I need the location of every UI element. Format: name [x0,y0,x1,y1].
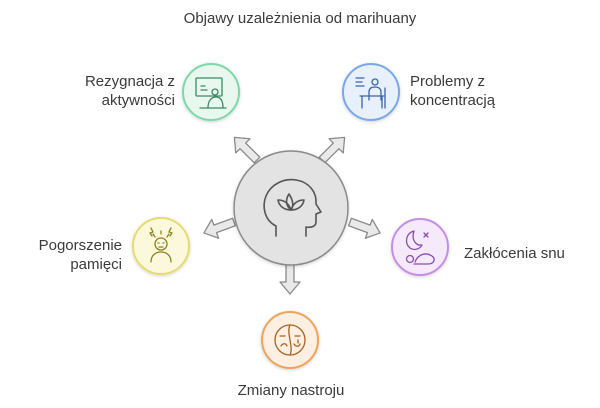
arrows [203,136,381,295]
person-at-desk-icon [355,77,386,109]
moon-sleep-icon [405,230,435,265]
node-koncentracja [342,63,400,121]
head-lotus-icon [263,178,322,237]
label-sen-text: Zakłócenia snu [464,245,565,262]
diagram-title: Objawy uzależnienia od marihuany [183,10,417,27]
label-pamiec-text: Pogorszenie pamięci [38,237,122,273]
label-koncentracja-text: Problemy z koncentracją [410,73,496,109]
node-nastroj [261,311,319,369]
person-at-board-icon [195,77,227,109]
arrow-to-pamiec [203,217,237,239]
label-rezygnacja: Rezygnacja z aktywności [60,72,175,110]
arrow-to-nastroj [279,261,301,295]
center-node [233,150,349,266]
stressed-person-icon [149,227,173,263]
arrow-to-rezygnacja [233,136,261,164]
node-pamiec [132,217,190,275]
label-sen: Zakłócenia snu [464,244,594,263]
node-sen [391,218,449,276]
arrow-to-koncentracja [318,136,346,164]
label-pamiec: Pogorszenie pamięci [10,236,122,274]
arrow-to-sen [347,217,381,239]
label-nastroj: Zmiany nastroju [0,381,582,400]
node-rezygnacja [182,63,240,121]
label-koncentracja: Problemy z koncentracją [410,72,540,110]
label-nastroj-text: Zmiany nastroju [237,382,345,399]
mood-mask-icon [274,324,306,356]
label-rezygnacja-text: Rezygnacja z aktywności [84,73,175,109]
